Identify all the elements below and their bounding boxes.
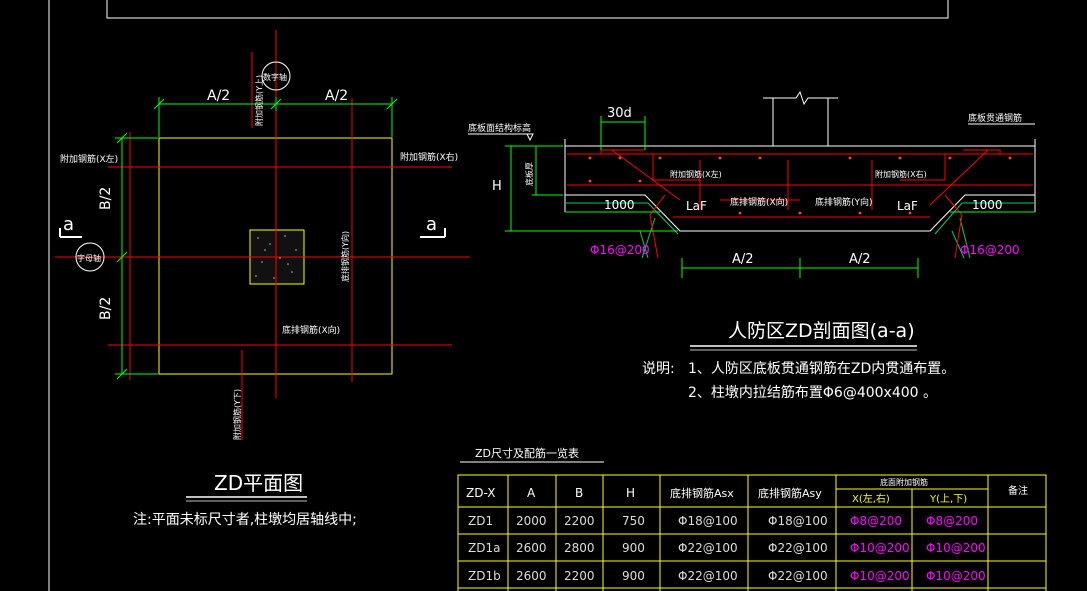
label-bot-x: 底排钢筋(X向) (730, 196, 788, 208)
section-mark-left: a (63, 214, 74, 235)
cell-asy: Φ22@100 (768, 541, 828, 555)
cell-asy: Φ18@100 (768, 514, 828, 528)
cell-b: 2200 (564, 514, 595, 528)
th-asx: 底排钢筋Asx (670, 486, 734, 500)
dim-b-half-bottom: B/2 (98, 297, 114, 320)
th-a: A (527, 486, 536, 500)
dim-b-half-top: B/2 (98, 187, 114, 210)
dim-30d: 30d (607, 106, 632, 121)
rebar-right: Φ16@200 (960, 243, 1020, 257)
drawing-frame (48, 0, 949, 591)
th-x-lr: X(左,右) (852, 492, 890, 505)
dim-a-half-right: A/2 (325, 88, 348, 104)
label-bot-y: 底排钢筋(Y向) (815, 196, 873, 208)
section-view: 30d 底板面结构标高 底板贯通钢筋 底板厚 H 附加钢筋(X左) 附加钢筋(X… (468, 90, 1036, 401)
label-h: H (492, 179, 502, 194)
cell-a: 2600 (516, 569, 547, 583)
cell-a: 2600 (516, 541, 547, 555)
plan-title: ZD平面图 (214, 471, 303, 495)
cell-asy: Φ22@100 (768, 569, 828, 583)
addbar-y-top-label: 附加钢筋(Y上) (254, 75, 264, 126)
cell-add-x: Φ8@200 (850, 514, 902, 528)
dim-a-half-left-section: A/2 (732, 252, 754, 267)
axis-letter-label: 字母轴 (77, 253, 101, 263)
cell-asx: Φ22@100 (678, 541, 738, 555)
cell-add-x: Φ10@200 (850, 541, 910, 555)
cell-h: 900 (622, 569, 645, 583)
th-addbar: 底面附加钢筋 (880, 477, 928, 487)
notes-label: 说明: (642, 361, 675, 377)
dim-1000-right: 1000 (972, 198, 1003, 212)
th-asy: 底排钢筋Asy (758, 486, 822, 500)
axis-num-bubble (261, 61, 291, 91)
th-b: B (575, 486, 583, 500)
cell-add-y: Φ8@200 (926, 514, 978, 528)
addbar-x-left-label: 附加钢筋(X左) (60, 153, 118, 165)
cell-b: 2800 (564, 541, 595, 555)
table-title: ZD尺寸及配筋一览表 (475, 446, 579, 460)
column-hatch (255, 235, 297, 279)
cell-zd: ZD1a (468, 541, 500, 555)
label-add-left: 附加钢筋(X左) (670, 169, 722, 179)
dim-a-half-right-section: A/2 (849, 252, 871, 267)
cell-h: 900 (622, 541, 645, 555)
th-zd: ZD-X (466, 486, 495, 500)
table-body: ZD1 2000 2200 750 Φ18@100 Φ18@100 Φ8@200… (468, 514, 986, 583)
cell-h: 750 (622, 514, 645, 528)
section-mark-right: a (426, 214, 437, 235)
table-row: ZD1b 2600 2200 900 Φ22@100 Φ22@100 Φ10@2… (468, 569, 986, 583)
label-add-right: 附加钢筋(X右) (875, 169, 927, 179)
label-slab-thickness: 底板厚 (524, 162, 534, 186)
addbar-y-bottom-label: 附加钢筋(Y下) (232, 389, 242, 440)
label-laf-right: LaF (897, 199, 918, 213)
cell-add-y: Φ10@200 (926, 569, 986, 583)
cell-a: 2000 (516, 514, 547, 528)
bottom-bar-x-label: 底排钢筋(X向) (282, 324, 340, 336)
plan-view: A/2 A/2 B/2 B/2 数字轴 字母轴 附加钢筋(Y上) 附加钢筋(X左… (55, 30, 470, 528)
dim-1000-left: 1000 (604, 198, 635, 212)
axis-letter-bubble (75, 242, 105, 272)
cell-asx: Φ22@100 (678, 569, 738, 583)
th-note: 备注 (1008, 484, 1028, 497)
section-title: 人防区ZD剖面图(a-a) (728, 320, 915, 342)
label-laf-left: LaF (686, 199, 707, 213)
bottom-bar-y-label: 底排钢筋(Y向) (340, 231, 350, 282)
cell-zd: ZD1 (468, 514, 493, 528)
cell-add-x: Φ10@200 (850, 569, 910, 583)
plan-note: 注:平面未标尺寸者,柱墩均居轴线中; (133, 512, 357, 528)
rebar-left: Φ16@200 (590, 243, 650, 257)
addbar-x-right-label: 附加钢筋(X右) (400, 151, 458, 163)
th-h: H (626, 486, 635, 500)
label-top-structure: 底板面结构标高 (468, 122, 531, 134)
table-row: ZD1 2000 2200 750 Φ18@100 Φ18@100 Φ8@200… (468, 514, 978, 528)
note-1: 1、人防区底板贯通钢筋在ZD内贯通布置。 (688, 360, 955, 377)
axis-num-label: 数字轴 (263, 72, 287, 82)
cell-b: 2200 (564, 569, 595, 583)
dim-a-half-left: A/2 (207, 88, 230, 104)
rebar-table: ZD尺寸及配筋一览表 ZD-X A B H 底排钢筋Asx 底排钢筋Asy (457, 446, 1047, 591)
slab-bottom-profile (565, 194, 1035, 232)
cell-add-y: Φ10@200 (926, 541, 986, 555)
note-2: 2、柱墩内拉结筋布置Φ6@400x400 。 (688, 384, 937, 401)
cell-zd: ZD1b (468, 569, 501, 583)
cell-asx: Φ18@100 (678, 514, 738, 528)
table-row: ZD1a 2600 2800 900 Φ22@100 Φ22@100 Φ10@2… (468, 541, 986, 555)
th-y-ud: Y(上,下) (929, 493, 967, 505)
label-through-bars: 底板贯通钢筋 (968, 112, 1022, 124)
